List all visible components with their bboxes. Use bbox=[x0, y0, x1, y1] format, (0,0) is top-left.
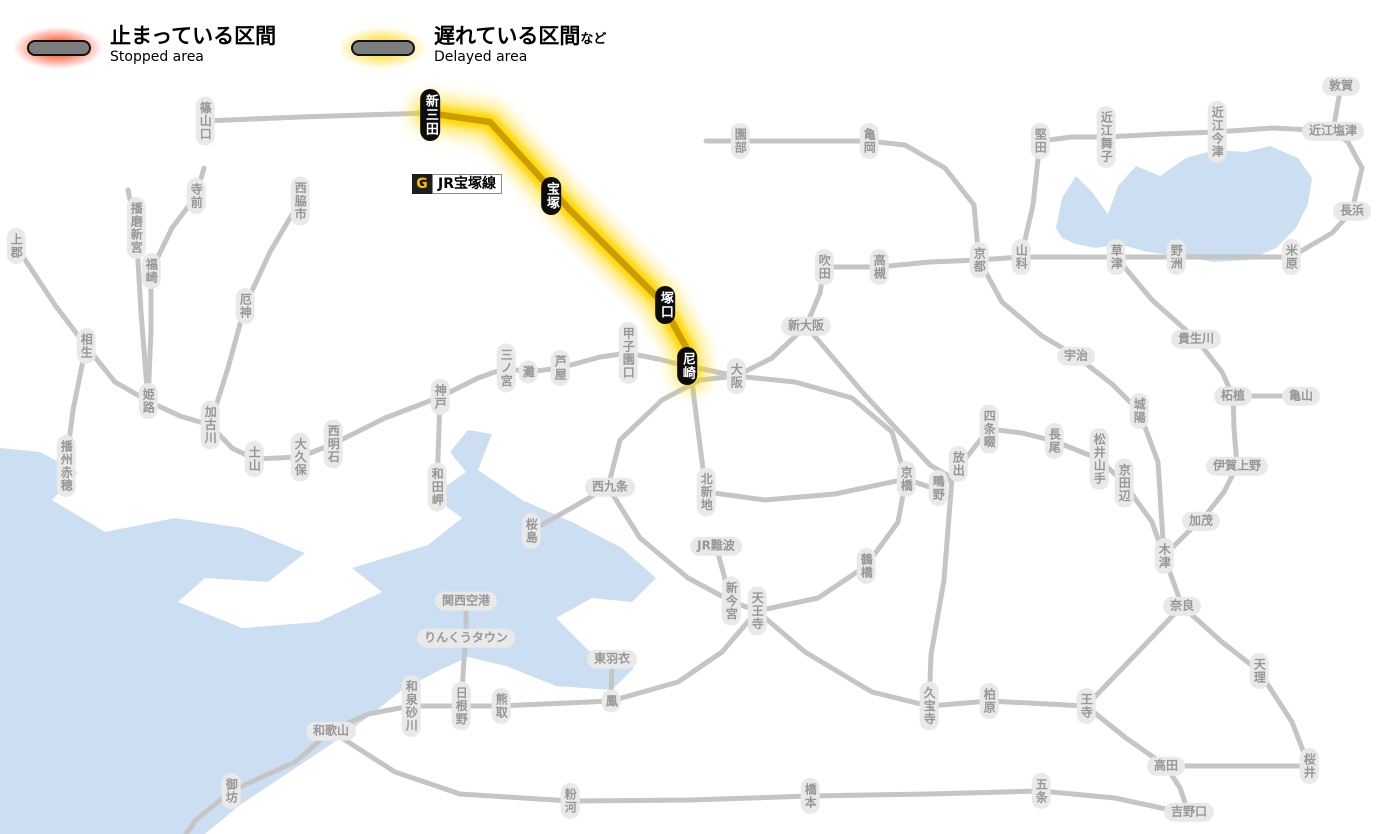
line-wakayama-line bbox=[328, 728, 1192, 817]
track-capsule-icon bbox=[351, 40, 415, 56]
line-ako bbox=[63, 343, 89, 469]
legend-item-stopped: 止まっている区間 Stopped area bbox=[13, 24, 277, 70]
water-lake-biwa bbox=[1056, 146, 1312, 262]
line-gakkentoshi bbox=[903, 426, 1167, 559]
legend-label-en: Delayed area bbox=[434, 49, 528, 66]
line-kishin bbox=[125, 187, 151, 404]
line-badge-name: JR宝塚線 bbox=[432, 174, 502, 194]
line-kansai-main bbox=[1161, 393, 1304, 559]
legend-label-ja: 止まっている区間 bbox=[110, 24, 277, 48]
stopped-line-swatch bbox=[13, 24, 103, 70]
line-kizu-nara bbox=[1161, 553, 1185, 609]
line-symbol-g-icon: G bbox=[412, 174, 432, 194]
line-osaka-higashi-north bbox=[803, 323, 955, 481]
line-hokuriku bbox=[1288, 83, 1365, 260]
line-takarazuka-west bbox=[202, 110, 431, 124]
line-kusatsu-line bbox=[1113, 254, 1236, 399]
line-kakogawa bbox=[207, 198, 303, 428]
line-jr-takarazuka-delayed bbox=[424, 109, 695, 378]
line-wakayama-north bbox=[1083, 703, 1169, 769]
legend-item-delayed: 遅れている区間など Delayed area bbox=[337, 24, 607, 70]
track-capsule-icon bbox=[27, 40, 91, 56]
line-wakayama-east bbox=[1163, 763, 1192, 817]
line-tozai bbox=[688, 371, 909, 503]
line-jr-takarazuka-delayed-outer-glow bbox=[411, 96, 708, 391]
legend-label-ja: 遅れている区間など bbox=[434, 24, 607, 48]
line-osaka-higashi-south bbox=[926, 475, 955, 709]
legend-label-en: Stopped area bbox=[110, 49, 204, 66]
line-jr-takarazuka-delayed-inner-glow bbox=[420, 105, 699, 382]
water-osaka-bay bbox=[0, 430, 656, 834]
line-kyoto-biwako bbox=[733, 254, 1294, 379]
line-hagoromo bbox=[608, 656, 615, 704]
takarazuka-line-badge: G JR宝塚線 bbox=[412, 174, 502, 194]
line-yamatoji bbox=[754, 603, 1185, 709]
line-sakurai-line bbox=[1163, 603, 1312, 769]
line-sagano bbox=[703, 138, 982, 263]
line-bantan bbox=[145, 165, 207, 404]
line-wadamisaki bbox=[434, 394, 443, 490]
line-nara-line bbox=[976, 257, 1167, 559]
line-kobe-sanyo bbox=[13, 243, 739, 462]
delayed-line-swatch bbox=[337, 24, 427, 70]
